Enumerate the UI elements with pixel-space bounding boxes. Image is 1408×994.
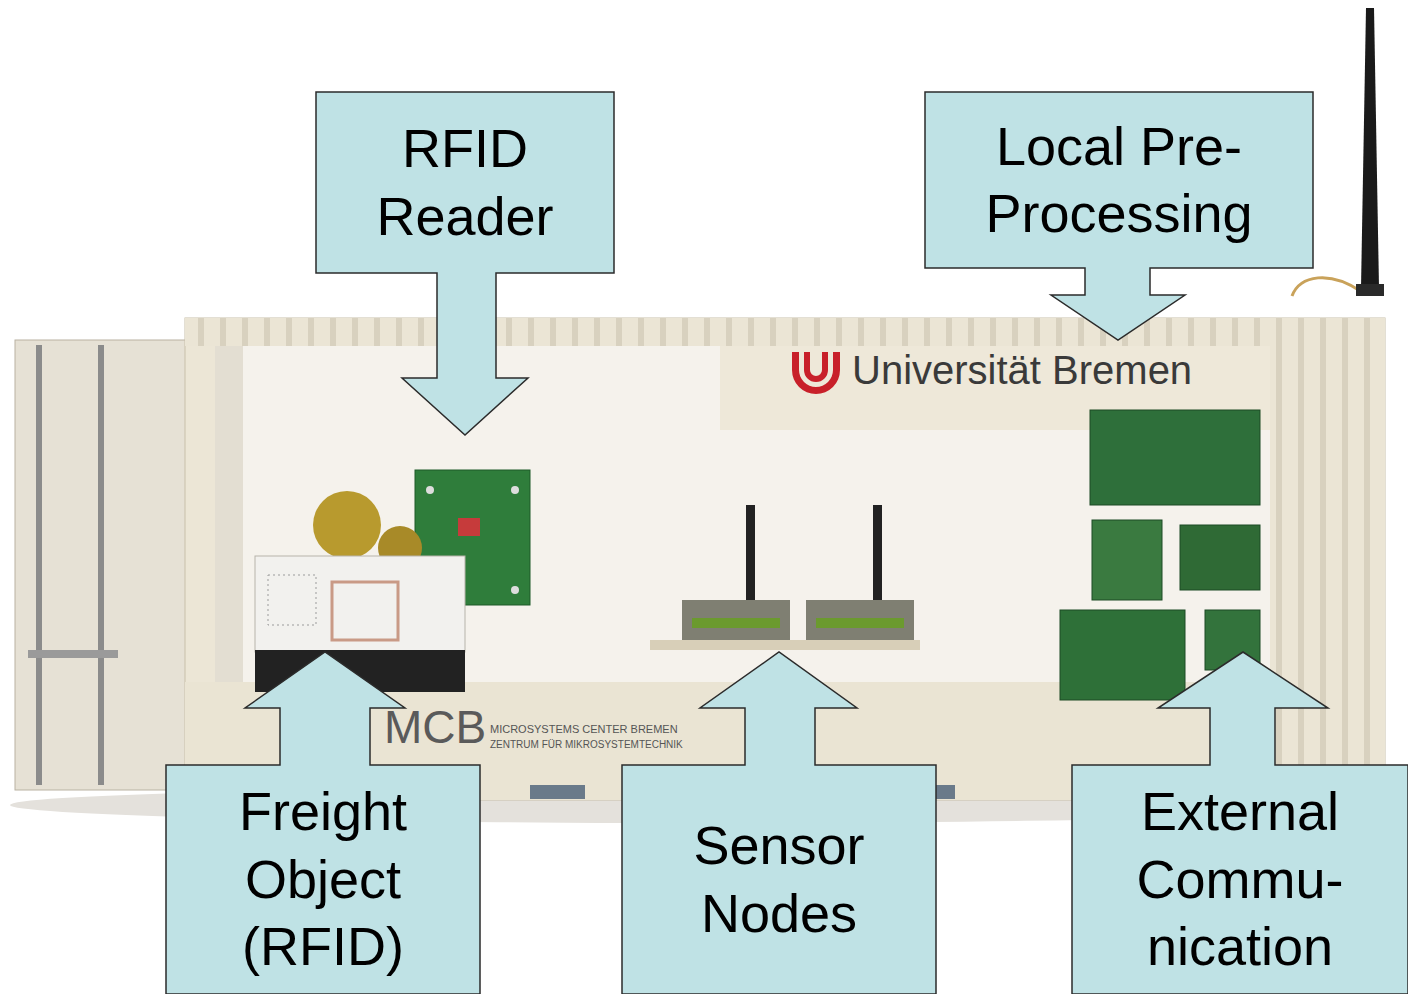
door-handle	[28, 650, 118, 658]
battery	[816, 618, 904, 628]
node-antenna	[873, 505, 882, 605]
container-door	[15, 340, 187, 790]
chip	[458, 518, 480, 536]
antenna-base	[1356, 284, 1384, 296]
callout-label: RFID Reader	[316, 92, 614, 273]
circuit-board	[1180, 525, 1260, 590]
interior-side	[215, 346, 243, 682]
forklift-pocket	[530, 785, 585, 799]
callout-shape	[925, 92, 1313, 340]
crate-vents	[268, 575, 316, 625]
callout-label: Freight Object (RFID)	[166, 765, 480, 994]
shelf	[650, 640, 920, 650]
screw	[511, 586, 519, 594]
university-logo	[792, 352, 840, 394]
callout-shape	[622, 652, 936, 994]
callout-shape	[316, 92, 614, 435]
rfid-tag	[332, 582, 398, 640]
crate	[255, 556, 465, 652]
antenna-cable	[1292, 278, 1362, 296]
battery	[692, 618, 780, 628]
callout-label: Sensor Nodes	[622, 765, 936, 994]
brand-subtitle: ZENTRUM FÜR MIKROSYSTEMTECHNIK	[490, 740, 683, 750]
screw	[511, 486, 519, 494]
callout-arrow-box: Local Pre- Processing	[925, 92, 1313, 340]
antenna	[1361, 8, 1379, 288]
callout-arrow-box: RFID Reader	[316, 92, 614, 435]
callout-label: Local Pre- Processing	[925, 92, 1313, 268]
door-rod	[36, 345, 42, 785]
melon	[313, 491, 381, 559]
circuit-board	[1090, 410, 1260, 505]
screw	[426, 486, 434, 494]
sensor-node	[682, 600, 790, 640]
callout-label: External Commu- nication	[1072, 765, 1408, 994]
brand-text: MCB	[384, 704, 486, 750]
circuit-board	[1092, 520, 1162, 600]
brand-subtitle: MICROSYSTEMS CENTER BREMEN	[490, 724, 678, 735]
university-name: Universität Bremen	[852, 350, 1192, 390]
top-rail	[185, 318, 1385, 346]
callout-arrow-box: Sensor Nodes	[622, 652, 936, 994]
callout-arrow-box: External Commu- nication	[1072, 652, 1408, 994]
callout-shape	[1072, 652, 1408, 994]
node-antenna	[746, 505, 755, 605]
door-rod	[98, 345, 104, 785]
sensor-node	[806, 600, 914, 640]
end-frame	[1270, 318, 1385, 800]
circuit-board	[1060, 610, 1185, 700]
